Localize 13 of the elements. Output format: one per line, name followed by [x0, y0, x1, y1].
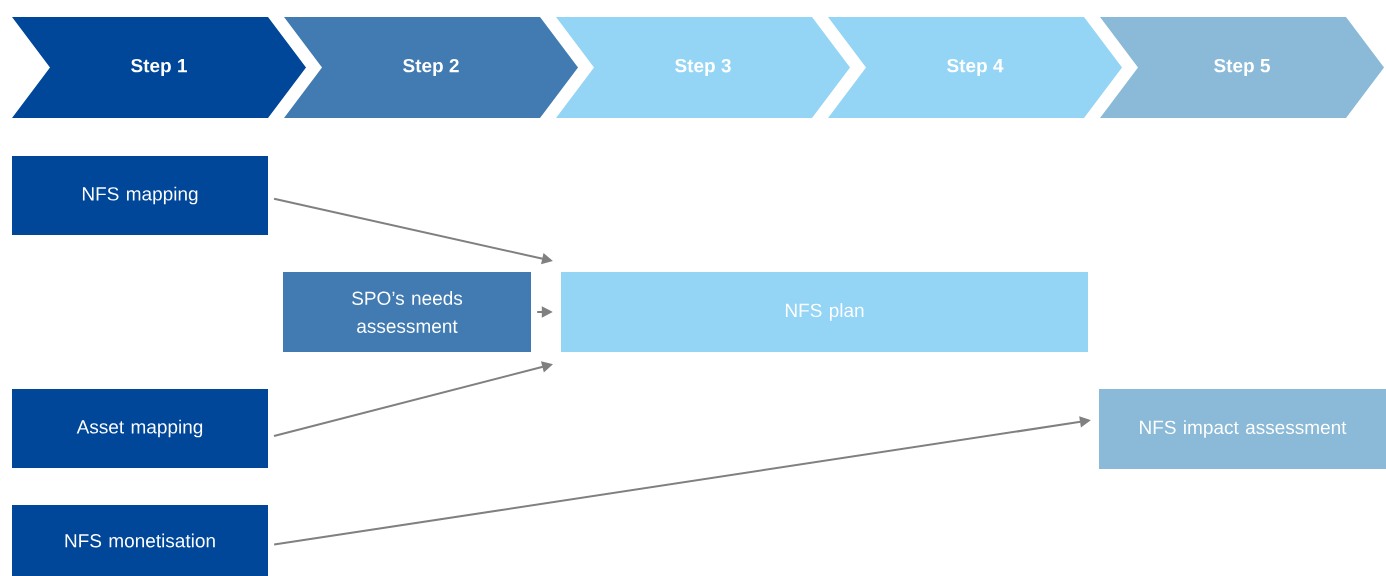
- process-box: NFS plan: [561, 272, 1088, 352]
- process-box: NFS impact assessment: [1099, 389, 1386, 469]
- chevron-step: Step 4: [828, 17, 1122, 118]
- process-box: NFS mapping: [12, 156, 268, 235]
- process-box: NFS monetisation: [12, 505, 268, 576]
- chevron-step: Step 3: [556, 17, 850, 118]
- node-label: Step 4: [947, 58, 1004, 77]
- chevron-step: Step 5: [1100, 17, 1384, 118]
- process-box: Asset mapping: [12, 389, 268, 468]
- chevron-step: Step 1: [12, 17, 306, 118]
- chevron-step: Step 2: [284, 17, 578, 118]
- node-label: Step 3: [675, 58, 731, 77]
- process-box: SPO’s needs assessment: [283, 272, 531, 352]
